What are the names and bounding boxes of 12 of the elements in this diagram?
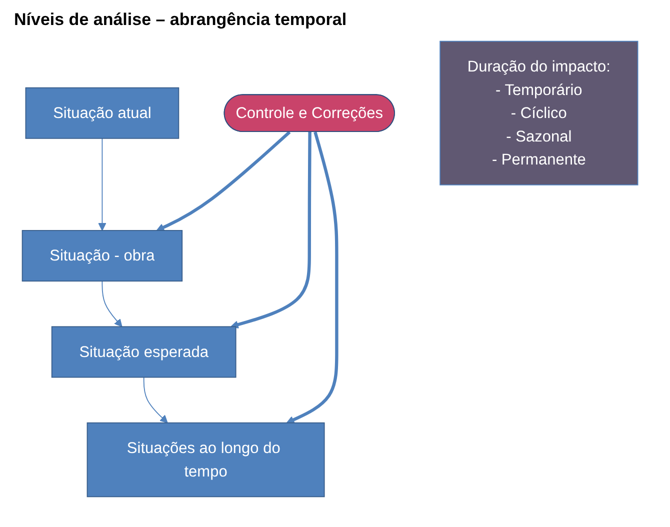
arrow — [156, 130, 291, 232]
diagram-title: Níveis de análise – abrangência temporal — [13, 9, 348, 31]
node-box: Situação esperada — [51, 326, 236, 378]
node-box: Situação atual — [25, 87, 180, 139]
arrow — [286, 132, 338, 424]
node-box: Situação - obra — [22, 230, 183, 282]
arrow — [102, 280, 122, 328]
arrow — [230, 132, 312, 328]
arrow — [98, 138, 106, 231]
node-box: Duração do impacto: - Temporário - Cíclico - Sazonal - Permanente — [440, 40, 638, 186]
arrow — [143, 376, 168, 424]
node-box: Situações ao longo do tempo — [86, 422, 325, 498]
